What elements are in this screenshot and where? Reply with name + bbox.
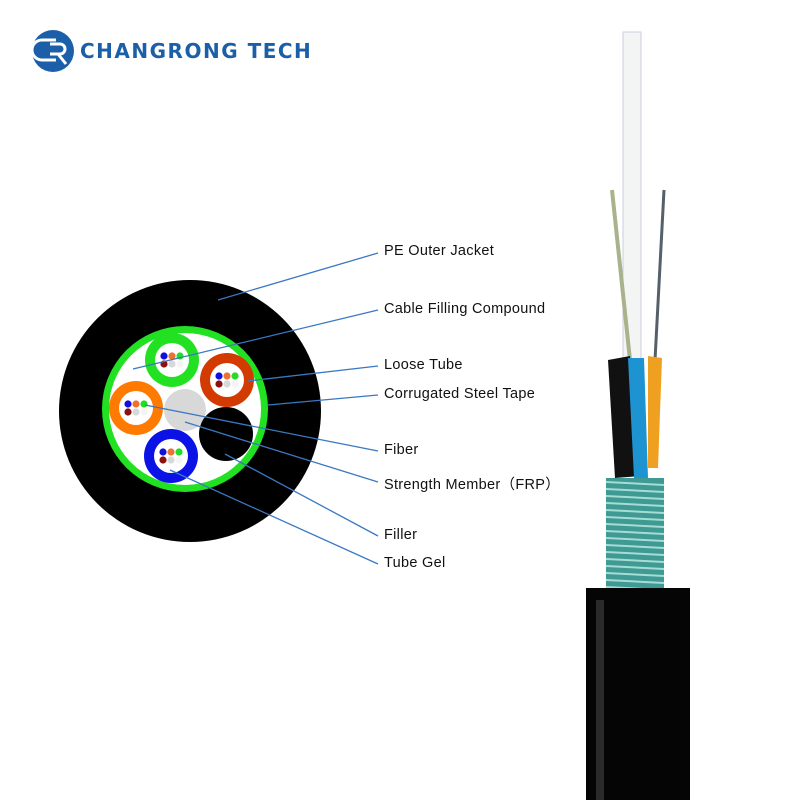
cable-illustration bbox=[586, 31, 690, 800]
steel-tape-rib bbox=[605, 516, 665, 521]
fiber bbox=[223, 380, 231, 388]
fiber bbox=[175, 448, 183, 456]
logo-icon bbox=[30, 30, 74, 72]
fiber bbox=[231, 380, 239, 388]
fiber bbox=[124, 408, 132, 416]
fiber bbox=[168, 352, 176, 360]
loose-tube-orange bbox=[109, 381, 163, 435]
fiber bbox=[167, 448, 175, 456]
steel-tape-rib bbox=[605, 530, 665, 535]
steel-tape-rib bbox=[605, 579, 665, 584]
label-fiber: Fiber bbox=[384, 442, 419, 458]
fibers bbox=[124, 352, 239, 464]
label-strength-member: Strength Member（FRP） bbox=[384, 477, 561, 493]
steel-tape-rib bbox=[605, 509, 665, 514]
steel-tape-rib bbox=[605, 551, 665, 556]
steel-tape-rib bbox=[605, 565, 665, 570]
strength-member bbox=[164, 389, 206, 431]
label-pe-outer-jacket: PE Outer Jacket bbox=[384, 243, 495, 259]
steel-tape-rib bbox=[605, 481, 665, 486]
steel-tape-rib bbox=[605, 572, 665, 577]
steel-tape-rib bbox=[605, 502, 665, 507]
label-loose-tube: Loose Tube bbox=[384, 357, 463, 373]
loose-tube-blue bbox=[144, 429, 198, 483]
fiber bbox=[215, 380, 223, 388]
label-cable-filling-compound: Cable Filling Compound bbox=[384, 301, 546, 317]
fiber bbox=[159, 448, 167, 456]
fiber bbox=[176, 360, 184, 368]
fiber bbox=[175, 456, 183, 464]
steel-tape-rib bbox=[605, 488, 665, 493]
steel-tape-rib bbox=[605, 558, 665, 563]
leader-lines bbox=[132, 252, 379, 565]
brand-name: CHANGRONG TECH bbox=[80, 39, 313, 63]
fiber bbox=[159, 456, 167, 464]
fiber bbox=[160, 352, 168, 360]
label-corrugated-steel-tape: Corrugated Steel Tape bbox=[384, 386, 536, 402]
fiber bbox=[168, 360, 176, 368]
cross-section bbox=[59, 280, 321, 542]
fiber bbox=[132, 400, 140, 408]
fiber bbox=[231, 372, 239, 380]
label-filler: Filler bbox=[384, 527, 418, 543]
label-tube-gel: Tube Gel bbox=[384, 555, 446, 571]
loose-tube-red bbox=[200, 353, 254, 407]
fiber bbox=[167, 456, 175, 464]
steel-tape-rib bbox=[605, 495, 665, 500]
fiber bbox=[140, 400, 148, 408]
fiber bbox=[132, 408, 140, 416]
fiber bbox=[124, 400, 132, 408]
fiber bbox=[215, 372, 223, 380]
steel-tape-rib bbox=[605, 544, 665, 549]
steel-tape-rib bbox=[605, 537, 665, 542]
fiber bbox=[223, 372, 231, 380]
filler bbox=[199, 407, 253, 461]
steel-tape-rib bbox=[605, 523, 665, 528]
fiber bbox=[140, 408, 148, 416]
